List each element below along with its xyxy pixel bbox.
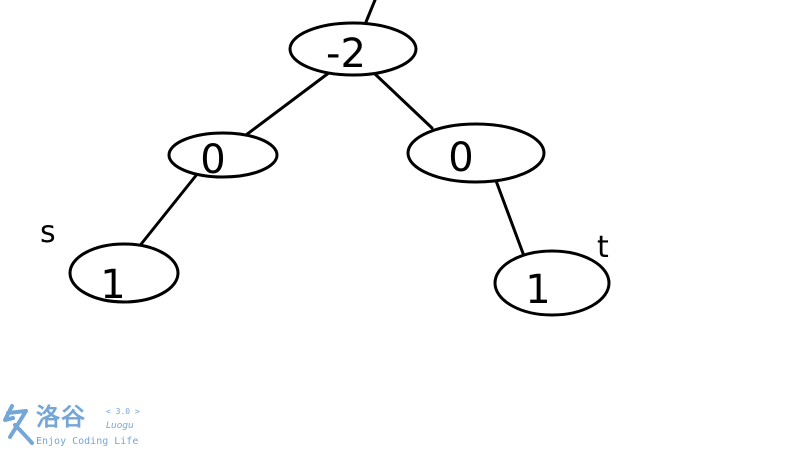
luogu-watermark: 洛谷 < 3.0 > Luogu Enjoy Coding Life — [2, 403, 162, 449]
luogu-logo-icon — [3, 404, 34, 445]
tree-node-right-child: 0 — [406, 122, 546, 184]
tree-node-root: -2 — [288, 21, 418, 77]
tree-node-t: 1 — [493, 249, 611, 317]
edge-right-t — [493, 176, 526, 258]
node-value-left-child: 0 — [200, 137, 225, 183]
watermark-name: 洛谷 — [36, 403, 86, 431]
tree-node-s: 1 — [68, 242, 180, 308]
edge-root-right — [373, 72, 434, 130]
node-value-s: 1 — [100, 262, 125, 308]
watermark-tagline: Enjoy Coding Life — [36, 436, 139, 447]
node-ellipse — [288, 21, 418, 77]
tree-node-left-child: 0 — [167, 131, 279, 183]
edge-root-left — [240, 70, 332, 140]
watermark-version: < 3.0 > — [106, 407, 140, 416]
node-ellipse — [493, 249, 611, 317]
edge-root-to-parent — [364, 0, 377, 24]
node-value-t: 1 — [525, 267, 550, 313]
node-value-root: -2 — [326, 31, 366, 77]
node-value-right-child: 0 — [448, 135, 473, 181]
node-ellipse — [406, 122, 546, 184]
node-ellipse — [167, 131, 279, 179]
label-t: t — [597, 230, 609, 265]
label-s: s — [40, 215, 56, 250]
watermark-latin-name: Luogu — [106, 421, 134, 431]
node-ellipse — [68, 242, 180, 304]
edge-left-s — [136, 171, 200, 250]
